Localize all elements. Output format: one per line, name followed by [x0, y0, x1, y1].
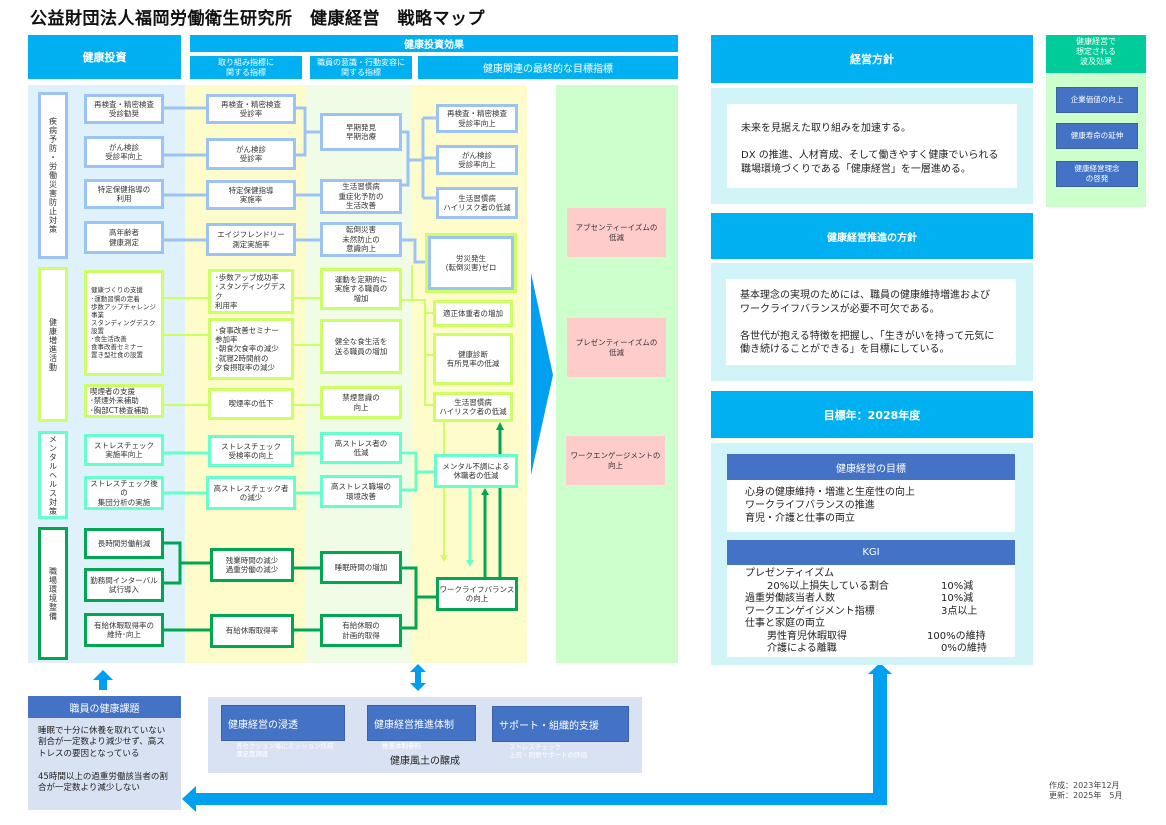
culture-item-support: サポート・組織的支援 ストレスチェック 上司・同僚サポートの評価	[492, 706, 629, 759]
health-issues-text: 睡眠で十分に休養を取れていない割合が一定数より減少せず、高ストレスの要因となって…	[28, 718, 181, 810]
behavior-indicator: 転倒災害 未然防止の 意識向上	[320, 222, 402, 257]
health-issues-header: 職員の健康課題	[28, 696, 181, 718]
behavior-indicator: 高ストレス職場の 環境改善	[320, 475, 402, 508]
management-policy-text: 未来を見据えた取り組みを加速する。 DX の推進、人材育成、そして働きやすく健康…	[727, 104, 1017, 188]
investment-item: ストレスチェック後の 集団分析の実施	[84, 476, 164, 510]
category-health-promotion: 健康増進活動	[38, 267, 68, 422]
dates-block: 作成：2023年12月 更新：2025年 5月	[1049, 781, 1122, 802]
category-mental-health: メンタルヘルス対策	[38, 431, 68, 519]
kgi-header: KGI	[727, 540, 1015, 565]
goal-item: ワークライフバランスの推進	[745, 500, 875, 511]
final-indicator: メンタル不調による 休職者の低減	[434, 454, 518, 488]
ripple-header: 健康経営で 想定される 波及効果	[1046, 35, 1146, 73]
big-right-arrow	[531, 273, 553, 475]
activity-indicator: 高ストレスチェック者 の減少	[206, 476, 296, 510]
outcome-work-engagement: ワークエンゲージメントの 向上	[566, 436, 665, 485]
investment-item: 喫煙者の支援 ･禁煙外来補助 ･胸部CT検査補助	[84, 384, 164, 418]
ripple-item-philosophy: 健康経営理念 の啓発	[1056, 161, 1138, 187]
investment-item: 有給休暇取得率の 維持･向上	[84, 613, 164, 647]
activity-indicator: 有給休暇取得率	[210, 614, 294, 648]
investment-item: 高年齢者 健康測定	[84, 221, 164, 254]
investment-item: がん検診 受診率向上	[84, 136, 164, 168]
behavior-indicator: 健全な食生活を 送る職員の増加	[320, 319, 402, 374]
category-workplace-environment: 職場環境整備	[38, 527, 68, 660]
culture-label: 健康風土の醸成	[390, 756, 460, 767]
activity-indicator: エイジフレンドリー 測定実施率	[206, 223, 296, 256]
investment-item: 再検査・精密検査 受診勧奨	[84, 94, 164, 124]
activity-indicator: 再検査・精密検査 受診率	[206, 94, 296, 124]
activity-indicator: 喫煙率の低下	[208, 388, 294, 420]
final-indicator: 生活習慣病 ハイリスク者の低減	[436, 187, 518, 219]
final-indicator: 生活習慣病 ハイリスク者の低減	[433, 392, 513, 422]
double-arrow-culture	[410, 664, 426, 691]
header-activity-indicators: 取り組み指標に 関する指標	[190, 56, 302, 79]
goal-item: 育児・介護と仕事の両立	[745, 513, 855, 524]
goals-header: 健康経営の目標	[727, 454, 1015, 480]
created-date: 作成：2023年12月	[1049, 781, 1120, 790]
activity-indicator: がん検診 受診率	[206, 138, 296, 170]
behavior-indicator: 有給休暇の 計画的取得	[320, 614, 402, 647]
activity-indicator: ストレスチェック 受検率の向上	[208, 435, 294, 467]
target-year-header: 目標年：2028年度	[711, 391, 1033, 438]
updated-date: 更新：2025年 5月	[1049, 791, 1123, 801]
final-indicator: がん検診 受診率向上	[436, 145, 518, 175]
investment-item: ストレスチェック 実施率向上	[84, 434, 164, 466]
investment-item: 長時間労働削減	[84, 528, 164, 559]
behavior-indicator: 生活習慣病 重症化予防の 生活改善	[320, 179, 402, 214]
behavior-indicator: 早期発見 早期治療	[320, 113, 402, 151]
final-indicator: 健康診断 有所見率の低減	[433, 333, 513, 385]
final-indicator: 労災発生 (転倒災害)ゼロ	[425, 233, 517, 293]
behavior-indicator: 睡眠時間の増加	[320, 551, 402, 584]
kgi-row: プレゼンティイズム	[745, 568, 835, 579]
page-title: 公益財団法人福岡労働衛生研究所 健康経営 戦略マップ	[30, 9, 485, 29]
outcome-absenteeism: アブセンティーイズムの 低減	[567, 208, 666, 257]
kgi-row: 仕事と家庭の両立	[745, 618, 825, 629]
header-investment: 健康投資	[28, 35, 181, 79]
management-policy-header: 経営方針	[711, 35, 1033, 83]
goals-list: 心身の健康維持・増進と生産性の向上 ワークライフバランスの推進 育児・介護と仕事…	[727, 480, 1015, 532]
up-arrow-health-issues	[93, 670, 113, 690]
behavior-indicator: 高ストレス者の 低減	[320, 432, 402, 464]
final-indicator: 適正体重者の増加	[433, 300, 513, 327]
ripple-item-corporate-value: 企業価値の向上	[1056, 87, 1138, 113]
activity-indicator: 特定保健指導 実施率	[206, 180, 296, 210]
goal-item: 心身の健康維持・増進と生産性の向上	[745, 487, 915, 498]
header-behavior-indicators: 職員の意識・行動変容に 関する指標	[310, 56, 412, 79]
activity-indicator: ･食事改善セミナー 参加率 ･朝食欠食率の減少 ･就寝2時間前の 夕食摂取率の減…	[208, 318, 294, 380]
ripple-item-healthy-life: 健康寿命の延伸	[1056, 123, 1138, 149]
investment-item: 特定保健指導の 利用	[84, 179, 164, 209]
activity-indicator: ･歩数アップ成功率 ･スタンディングデスク 利用率	[208, 269, 294, 314]
culture-item-structure: 健康経営推進体制 推進体制参照	[367, 705, 476, 750]
investment-item: 健康づくりの支援 ･運動習慣の定着 歩数アップチャレンジ事業 スタンディングデス…	[84, 270, 164, 376]
outcome-presenteeism: プレゼンティーイズムの 低減	[567, 318, 666, 377]
activity-indicator: 残業時間の減少 過重労働の減少	[210, 548, 294, 582]
category-disease-prevention: 疾病予防・労働災害防止対策	[38, 92, 68, 259]
investment-item: 勤務間インターバル 試行導入	[84, 568, 164, 602]
promotion-policy-text: 基本理念の実現のためには、職員の健康維持増進および ワークライフバランスが必要不…	[726, 279, 1016, 365]
header-final-indicators: 健康関連の最終的な目標指標	[418, 56, 678, 79]
behavior-indicator: 禁煙意識の 向上	[320, 386, 402, 419]
header-effect: 健康投資効果	[190, 35, 678, 52]
final-indicator: 再検査・精密検査 受診率向上	[436, 104, 518, 133]
promotion-policy-header: 健康経営推進の方針	[711, 213, 1033, 259]
final-indicator: ワークライフバランス の向上	[436, 577, 518, 611]
behavior-indicator: 運動を定期的に 実施する職員の 増加	[320, 268, 402, 310]
culture-item-penetration: 健康経営の浸透 各セクション毎にミッション作成 満足度調査	[221, 705, 345, 758]
